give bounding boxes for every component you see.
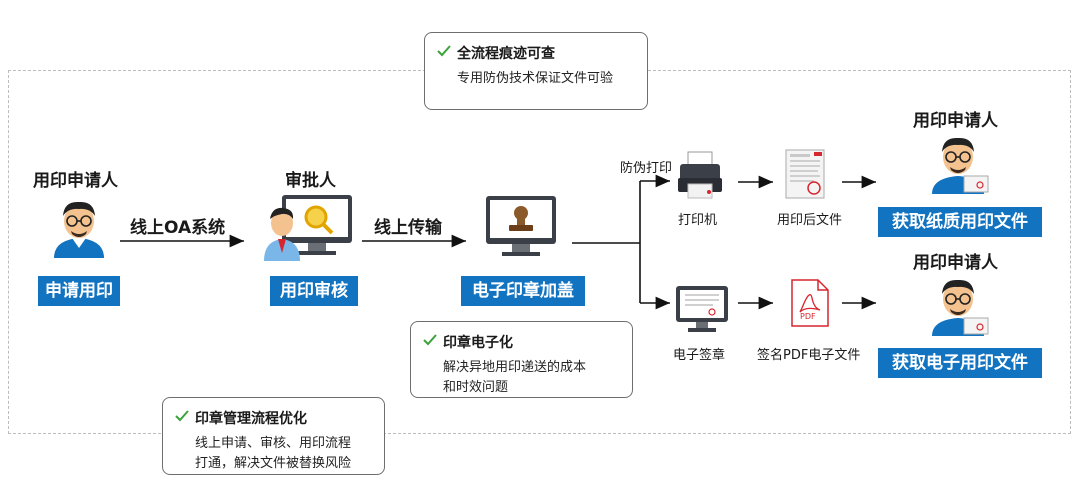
note-digital-title: 印章电子化 xyxy=(443,335,513,351)
applicant-with-document-icon xyxy=(932,279,989,336)
printer-label: 打印机 xyxy=(678,213,718,228)
note-optimize-line: 线上申请、审核、用印流程 xyxy=(195,436,352,451)
note-trace-body: 专用防伪技术保证文件可验 xyxy=(457,69,613,89)
printed-document-icon xyxy=(785,149,825,199)
seal-monitor-icon xyxy=(486,196,556,256)
seal-review-box: 用印审核 xyxy=(270,276,358,306)
note-digital-line: 解决异地用印递送的成本 xyxy=(443,360,587,375)
applicant-title: 用印申请人 xyxy=(33,171,118,191)
e-sign-monitor-icon xyxy=(676,286,728,332)
top-applicant-title: 用印申请人 xyxy=(913,111,998,131)
pdf-file-icon xyxy=(791,279,829,327)
edge-anti-fake-label: 防伪打印 xyxy=(620,161,673,176)
pdf-badge-label: PDF xyxy=(800,312,816,321)
note-optimize-body: 线上申请、审核、用印流程 打通，解决文件被替换风险 xyxy=(195,434,351,474)
edge-transfer-label: 线上传输 xyxy=(374,218,442,238)
signed-pdf-label: 签名PDF电子文件 xyxy=(757,348,861,363)
get-paper-document-box: 获取纸质用印文件 xyxy=(878,207,1042,237)
note-trace-title: 全流程痕迹可查 xyxy=(457,46,555,62)
note-digital: 印章电子化 解决异地用印递送的成本 和时效问题 xyxy=(410,321,633,398)
e-seal-box: 电子印章加盖 xyxy=(461,276,585,306)
approver-review-icon xyxy=(264,195,352,261)
note-digital-body: 解决异地用印递送的成本 和时效问题 xyxy=(443,358,586,398)
note-trace-line: 专用防伪技术保证文件可验 xyxy=(457,71,614,86)
check-icon xyxy=(423,334,437,346)
check-icon xyxy=(437,45,451,57)
note-optimize-line: 打通，解决文件被替换风险 xyxy=(195,456,352,471)
note-optimize: 印章管理流程优化 线上申请、审核、用印流程 打通，解决文件被替换风险 xyxy=(162,397,385,475)
applicant-avatar-icon xyxy=(54,201,104,258)
approver-title: 审批人 xyxy=(285,171,336,191)
check-icon xyxy=(175,410,189,422)
note-digital-line: 和时效问题 xyxy=(443,380,509,395)
note-optimize-title: 印章管理流程优化 xyxy=(195,411,307,427)
bottom-applicant-title: 用印申请人 xyxy=(913,253,998,273)
edge-oa-label: 线上OA系统 xyxy=(130,218,226,238)
e-sign-label: 电子签章 xyxy=(673,348,726,363)
printed-document-label: 用印后文件 xyxy=(777,213,843,228)
apply-seal-box: 申请用印 xyxy=(38,276,120,306)
note-trace: 全流程痕迹可查 专用防伪技术保证文件可验 xyxy=(424,32,648,110)
get-electronic-document-box: 获取电子用印文件 xyxy=(878,348,1042,378)
applicant-with-document-icon xyxy=(932,137,989,194)
printer-icon xyxy=(678,151,722,199)
